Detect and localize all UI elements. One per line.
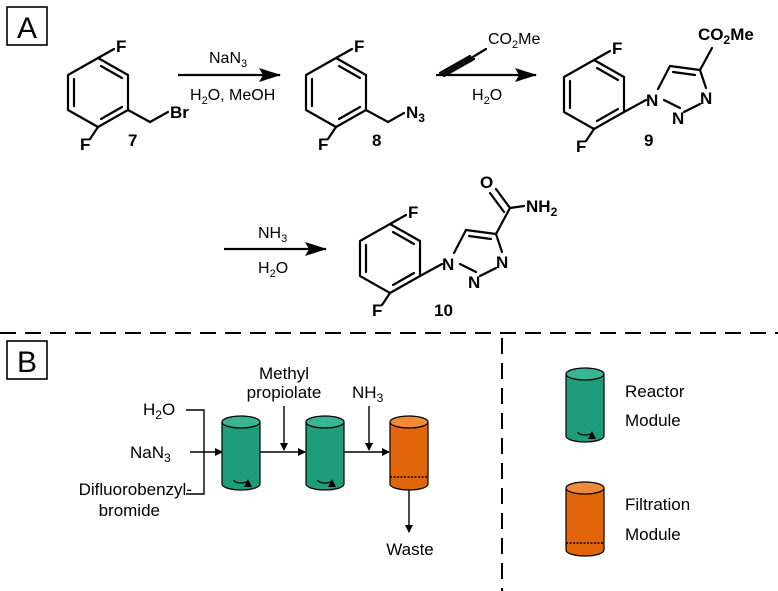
compound-7-number: 7: [128, 131, 137, 150]
input-bromide-line1: Difluorobenzyl-: [79, 480, 192, 499]
legend-reactor-body: [565, 373, 605, 443]
reactor-module-1: [221, 415, 261, 491]
step2-solvent: H2O: [472, 87, 502, 107]
c10-carbonyl-oxygen: O: [480, 173, 493, 192]
compound-8-number: 8: [372, 131, 381, 150]
step3-solvent: H2O: [258, 260, 288, 280]
legend-reactor: Reactor Module: [565, 367, 685, 443]
legend-filtration-body: [565, 487, 605, 557]
c9-ester: CO2Me: [698, 25, 754, 47]
panel-a-label-box: [6, 6, 48, 46]
input-propiolate-line1: Methyl: [259, 364, 309, 383]
panel-a: A F F Br 7 NaN3 H2O, MeOH: [6, 6, 754, 320]
reactor-module-2: [305, 415, 345, 491]
reactor-1-top: [221, 415, 261, 429]
compound-9-number: 9: [644, 131, 653, 150]
step1-solvent: H2O, MeOH: [190, 87, 275, 107]
step3-reagent: NH3: [258, 225, 287, 245]
compound-10: F F N N N O NH2 10: [358, 173, 558, 320]
c10-fluorine-bottom: F: [372, 301, 382, 320]
c9-n2: N: [672, 109, 684, 128]
input-propiolate-line2: propiolate: [247, 383, 322, 402]
legend-filtration-line1: Filtration: [625, 495, 690, 514]
filtration-module: [389, 415, 429, 491]
panel-b-label: B: [17, 346, 37, 379]
reactor-1-body: [221, 421, 261, 491]
c8-azide: N3: [406, 103, 425, 125]
c10-fluorine-top: F: [408, 203, 418, 222]
c10-amide: NH2: [526, 197, 558, 219]
input-bromide-line2: bromide: [99, 501, 160, 520]
c8-fluorine-top: F: [354, 37, 364, 56]
c7-bromine: Br: [170, 103, 189, 122]
reaction-arrow-2: CO2Me H2O: [436, 31, 540, 107]
panel-b: B H2O NaN3 Difluorobenzyl- bromide Methy…: [6, 340, 690, 559]
c9-n3: N: [700, 89, 712, 108]
legend-reactor-line2: Module: [625, 411, 681, 430]
step1-reagent: NaN3: [209, 50, 247, 70]
reaction-arrow-3: NH3 H2O: [224, 225, 327, 280]
step2-reagent: CO2Me: [488, 31, 540, 51]
compound-9: F F N N N CO2Me 9: [562, 25, 754, 156]
input-ammonia: NH3: [352, 383, 384, 405]
panel-a-label: A: [17, 12, 37, 45]
c10-n3: N: [496, 253, 508, 272]
c7-fluorine-bottom: F: [80, 135, 90, 154]
legend-filtration-top: [565, 481, 605, 495]
legend-reactor-line1: Reactor: [625, 382, 685, 401]
panel-b-label-box: [6, 340, 48, 380]
c8-fluorine-bottom: F: [318, 135, 328, 154]
c10-n1: N: [442, 255, 454, 274]
reactor-2-body: [305, 421, 345, 491]
reactor-2-top: [305, 415, 345, 429]
c10-n2: N: [468, 273, 480, 292]
reactor-1-stirrer-icon: [233, 479, 252, 488]
legend-filtration: Filtration Module: [565, 481, 690, 557]
input-sodium-azide: NaN3: [130, 443, 171, 465]
reactor-2-stirrer-icon: [317, 479, 336, 488]
c9-fluorine-top: F: [612, 39, 622, 58]
filtration-body: [389, 421, 429, 491]
filtration-top: [389, 415, 429, 429]
compound-8: F F N3 8: [304, 37, 425, 154]
input-water: H2O: [143, 400, 175, 422]
legend-reactor-stirrer-icon: [577, 431, 596, 440]
reaction-arrow-1: NaN3 H2O, MeOH: [178, 50, 281, 107]
c9-n1: N: [646, 91, 658, 110]
compound-7: F F Br 7: [66, 37, 189, 154]
c9-fluorine-bottom: F: [576, 137, 586, 156]
waste-label: Waste: [386, 540, 434, 559]
c7-fluorine-top: F: [116, 37, 126, 56]
legend-reactor-top: [565, 367, 605, 381]
legend-filtration-line2: Module: [625, 525, 681, 544]
compound-10-number: 10: [434, 301, 453, 320]
